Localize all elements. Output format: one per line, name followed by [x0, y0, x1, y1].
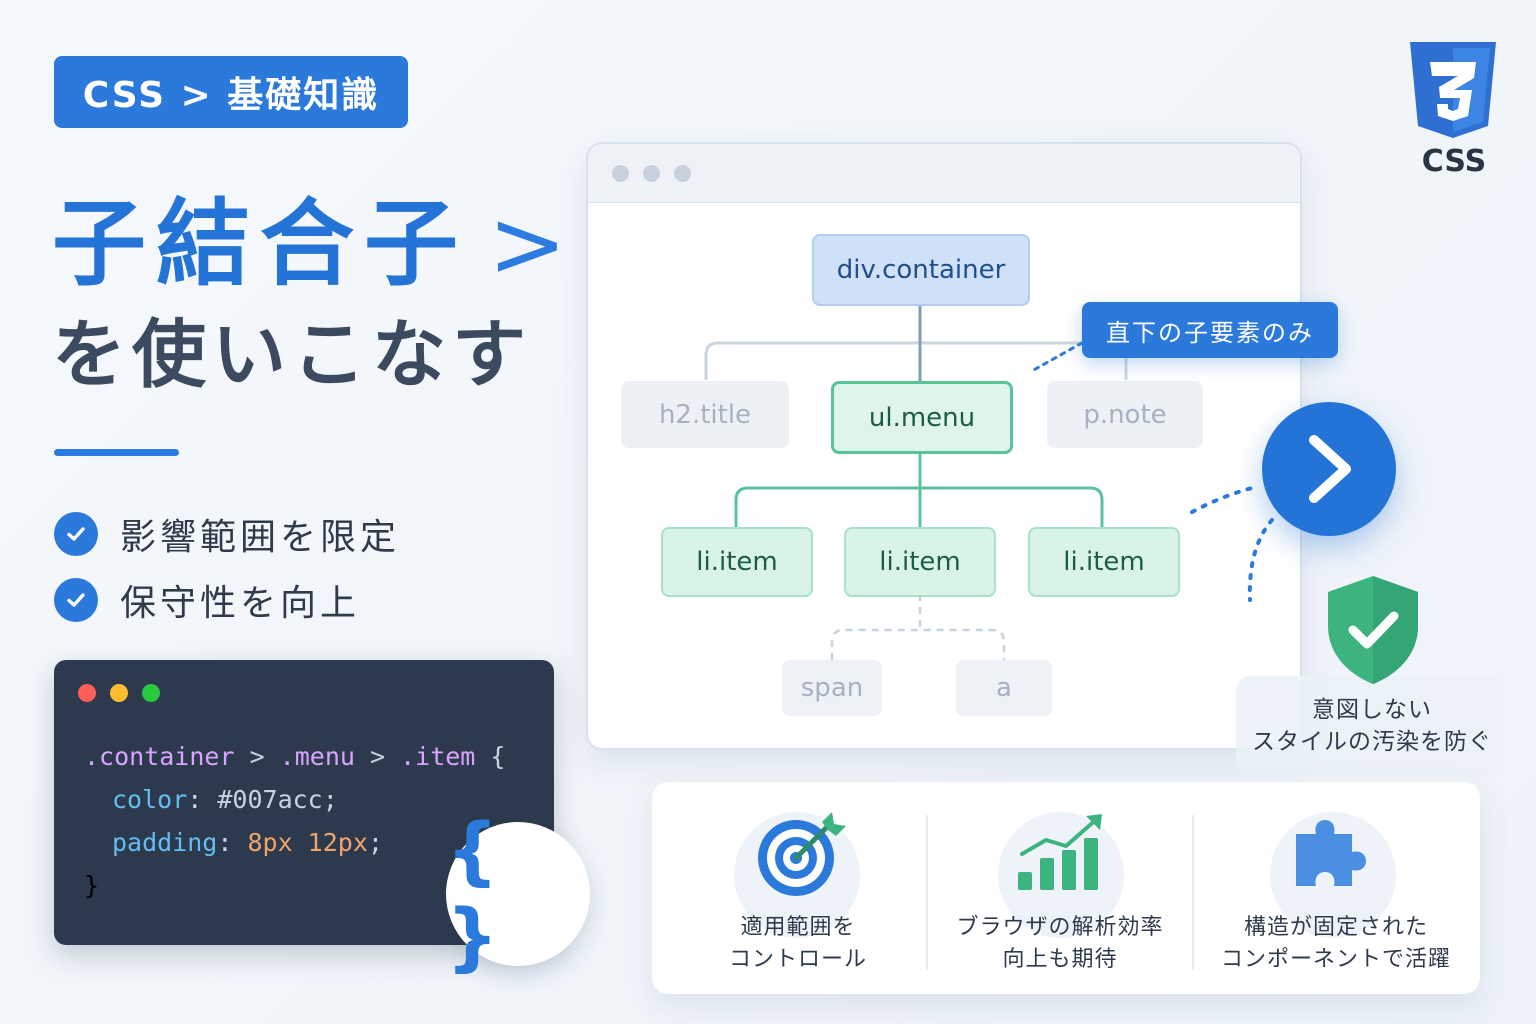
- check-circle-icon: [54, 512, 98, 556]
- browser-dot[interactable]: [643, 165, 660, 182]
- tree-node-root[interactable]: div.container: [812, 234, 1030, 306]
- title-main: 子結合子: [52, 190, 469, 299]
- title-symbol: >: [488, 190, 577, 299]
- puzzle-icon: [1296, 820, 1366, 886]
- tree-node-li[interactable]: li.item: [661, 527, 813, 597]
- tree-node-li[interactable]: li.item: [844, 527, 996, 597]
- window-minimize-dot[interactable]: [110, 684, 128, 702]
- browser-titlebar: [588, 144, 1300, 203]
- css3-logo-label: CSS: [1421, 144, 1487, 179]
- page-title: 子結合子>: [52, 198, 577, 292]
- code-line-close: }: [84, 871, 100, 900]
- shield-caption: 意図しない スタイルの汚染を防ぐ: [1252, 697, 1492, 755]
- code-line-color: color: #007acc;: [112, 785, 338, 814]
- tree-node-h2[interactable]: h2.title: [621, 381, 789, 448]
- tree-node-li[interactable]: li.item: [1028, 527, 1180, 597]
- feature-label-performance: ブラウザの解析効率向上も期待: [956, 915, 1164, 972]
- chevron-right-button[interactable]: [1262, 402, 1396, 536]
- divider: [1192, 815, 1194, 970]
- title-underline: [54, 449, 179, 456]
- tree-node-menu[interactable]: ul.menu: [831, 381, 1013, 454]
- feature-label-scope: 適用範囲をコントロール: [728, 915, 867, 972]
- breadcrumb[interactable]: CSS > 基礎知識: [54, 56, 408, 128]
- shield-check-icon: [1328, 576, 1418, 684]
- window-close-dot[interactable]: [78, 684, 96, 702]
- chevron-right-icon: [1309, 435, 1351, 503]
- callout-direct-children: 直下の子要素のみ: [1082, 302, 1338, 358]
- check-circle-icon: [54, 578, 98, 622]
- code-line-padding: padding: 8px 12px;: [112, 828, 383, 857]
- feature-label-component: 構造が固定されたコンポーネントで活躍: [1220, 915, 1451, 972]
- tree-node-a[interactable]: a: [956, 660, 1052, 716]
- page-subtitle: を使いこなす: [52, 312, 532, 398]
- checklist-label: 保守性を向上: [120, 583, 361, 624]
- window-zoom-dot[interactable]: [142, 684, 160, 702]
- target-icon: [758, 812, 846, 896]
- browser-dot[interactable]: [612, 165, 629, 182]
- checklist-item-scope: 影響範囲を限定: [54, 508, 400, 560]
- checklist-item-maintain: 保守性を向上: [54, 574, 360, 626]
- bar-chart-up-icon: [1018, 814, 1102, 890]
- divider: [926, 815, 928, 970]
- css3-shield-icon: [1410, 42, 1496, 138]
- tree-node-span[interactable]: span: [782, 660, 882, 716]
- tree-node-note[interactable]: p.note: [1047, 381, 1203, 448]
- shield-card: [1236, 676, 1504, 776]
- browser-dot[interactable]: [674, 165, 691, 182]
- code-line-selector: .container > .menu > .item {: [84, 742, 506, 771]
- checklist-label: 影響範囲を限定: [120, 517, 401, 558]
